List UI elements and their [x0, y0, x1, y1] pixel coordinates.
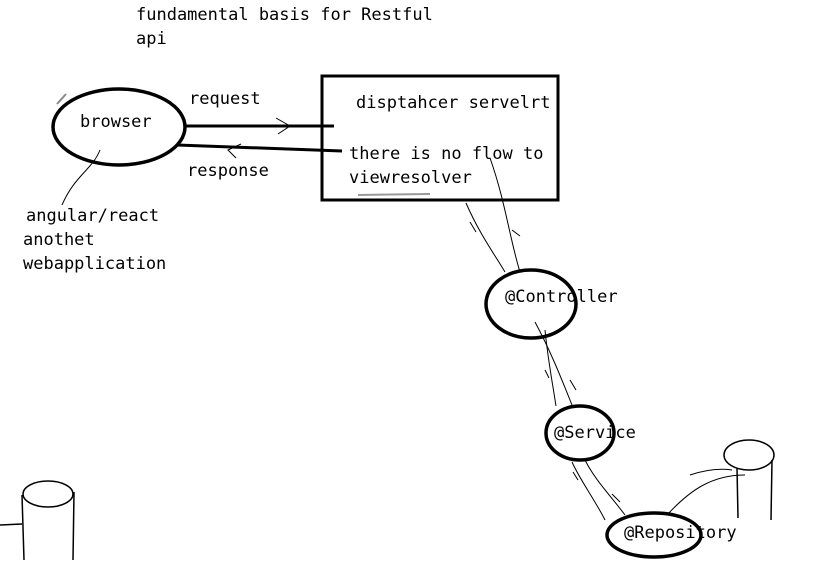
response-arrowhead: [227, 143, 242, 159]
flow-arrow-2: [511, 229, 521, 237]
note-underline: [357, 193, 431, 196]
database-right-top: [723, 439, 775, 471]
clients-line-2: anothet: [23, 230, 95, 250]
title-line-2: api: [136, 29, 167, 49]
clients-line-3: webapplication: [23, 254, 167, 274]
controller-label: @Controller: [505, 287, 618, 307]
clients-connector: [61, 149, 101, 206]
request-arrowhead: [275, 117, 291, 135]
dispatcher-box: [320, 74, 560, 202]
service-label: @Service: [554, 423, 636, 443]
note-line-1: there is no flow to: [349, 144, 544, 164]
request-label: request: [189, 89, 261, 109]
browser-label: browser: [80, 112, 152, 132]
repository-database-link: [666, 474, 746, 516]
repository-label: @Repository: [624, 523, 737, 543]
pencil-mark: [56, 93, 67, 105]
title-line-1: fundamental basis for Restful: [136, 5, 433, 25]
repository-node: [605, 511, 703, 559]
flow-arrow-1: [469, 221, 477, 233]
response-line: [176, 143, 343, 153]
flow-arrow-3: [569, 379, 577, 391]
database-left-body: [0, 491, 75, 561]
flow-controller-service: [534, 321, 573, 406]
flow-arrow-6: [572, 471, 579, 481]
repository-database-link-2: [689, 468, 733, 476]
clients-line-1: angular/react: [26, 206, 160, 226]
response-label: response: [187, 161, 269, 181]
dispatcher-label: disptahcer servelrt: [356, 93, 551, 113]
database-left-top: [22, 480, 74, 508]
database-right-body: [736, 459, 773, 521]
flow-service-repository: [584, 459, 626, 516]
flow-arrow-5: [611, 493, 621, 503]
flow-arrow-4: [544, 369, 550, 379]
flow-service-controller: [544, 329, 557, 407]
flow-repository-service: [571, 461, 606, 521]
flow-controller-dispatcher: [489, 157, 521, 273]
browser-node: [51, 87, 187, 167]
note-line-2: viewresolver: [349, 168, 472, 188]
flow-dispatcher-controller: [465, 202, 506, 273]
controller-node: [484, 268, 578, 340]
service-node: [544, 404, 616, 462]
